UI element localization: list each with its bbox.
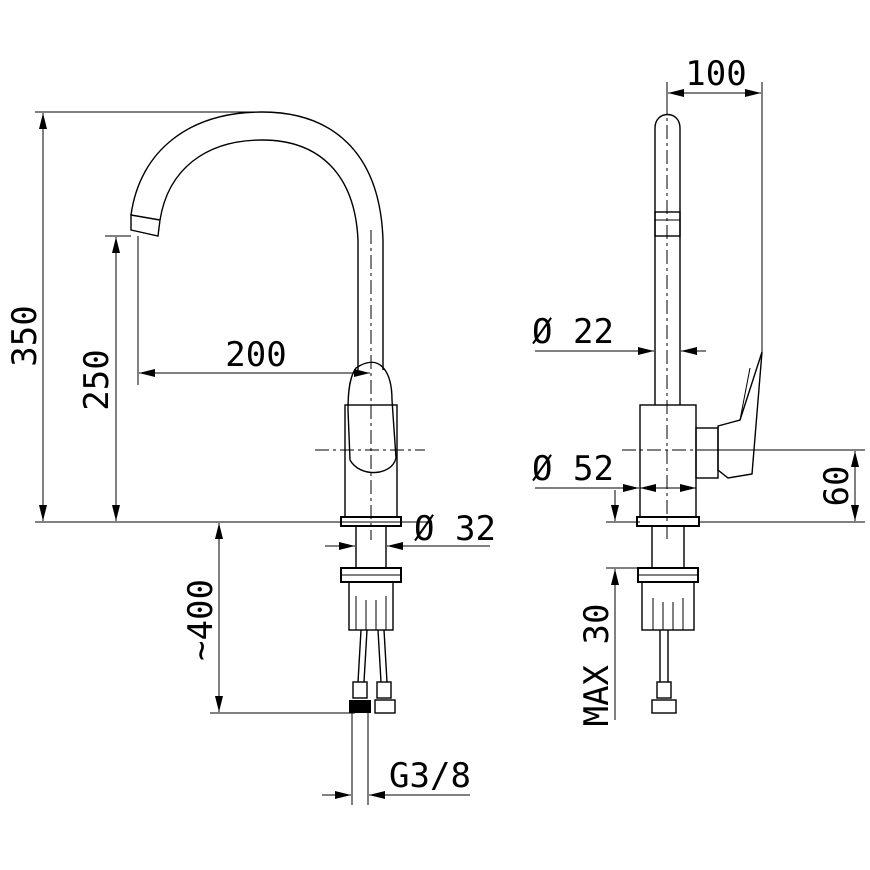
spout-tip: [130, 214, 161, 237]
spout-inner: [159, 139, 359, 370]
mounting-bracket: [348, 581, 394, 631]
spout-outer: [130, 111, 384, 370]
supply-hose-left: [357, 629, 368, 683]
label-hose-length: ~400: [181, 579, 221, 661]
front-view: [35, 111, 490, 805]
label-handle-height: 60: [817, 466, 857, 507]
hose-fitting-right: [376, 681, 392, 699]
lever-handle: [347, 361, 397, 474]
label-deck-thickness: MAX 30: [577, 604, 617, 727]
side-body: [639, 404, 697, 518]
hose-nut-right: [374, 699, 396, 714]
side-spout-tube: [654, 113, 681, 405]
side-base-ring: [636, 516, 700, 527]
label-thread-size: G3/8: [389, 756, 471, 796]
side-hose-fitting: [656, 681, 672, 699]
side-bracket: [641, 581, 695, 631]
label-total-height: 350: [5, 305, 45, 366]
side-supply-hose: [659, 630, 669, 682]
hose-nut-left: [349, 700, 371, 713]
side-lever-handle: [717, 351, 763, 479]
label-outlet-height: 250: [77, 349, 117, 410]
side-hose-nut: [651, 699, 677, 714]
label-spout-reach: 200: [225, 335, 286, 375]
side-cartridge: [695, 427, 719, 479]
side-view: [535, 82, 865, 720]
label-shank-diameter: Ø 32: [414, 509, 496, 549]
label-depth: 100: [685, 54, 746, 94]
side-shank: [651, 525, 685, 569]
supply-hose-right: [377, 629, 388, 683]
hose-fitting-left: [352, 681, 368, 699]
label-spout-diameter: Ø 22: [532, 312, 614, 352]
label-body-diameter: Ø 52: [532, 449, 614, 489]
